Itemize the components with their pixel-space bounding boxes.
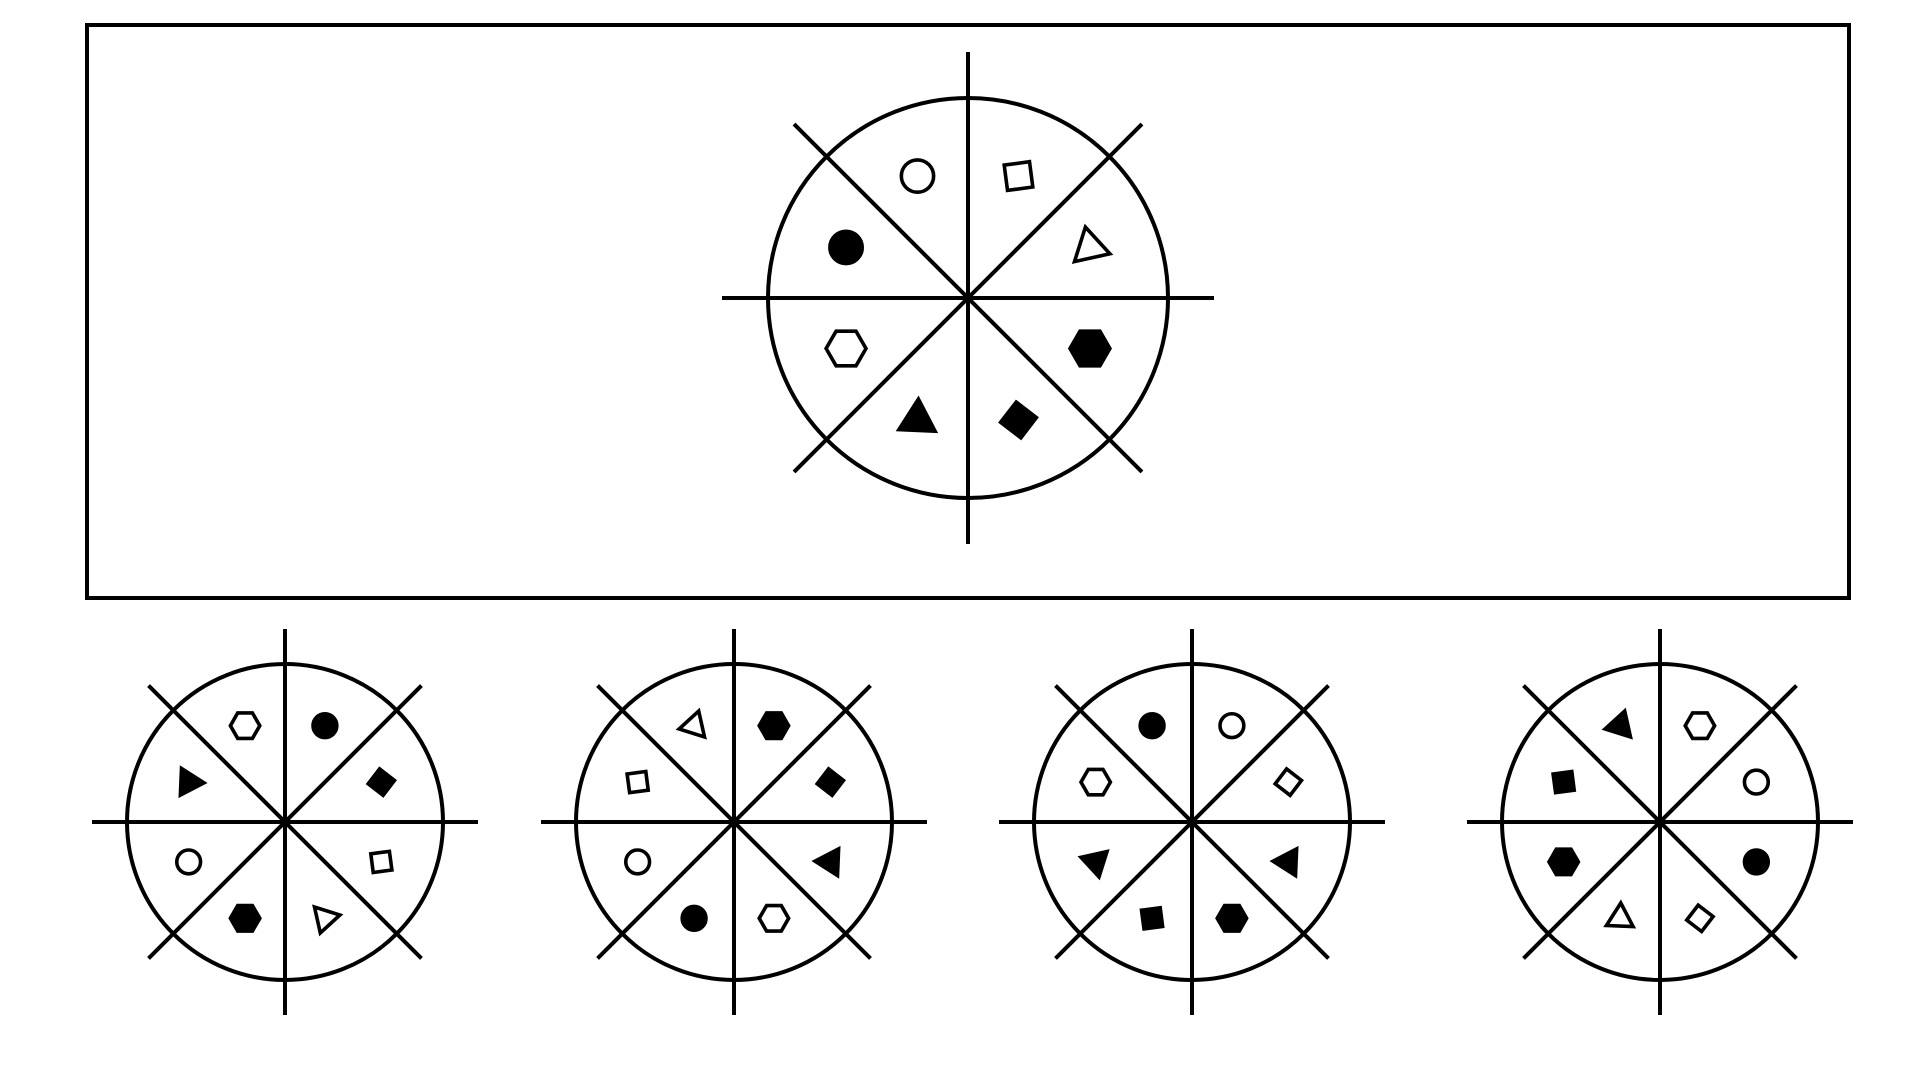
hollow-triangle-icon (1603, 899, 1637, 929)
option-wheel-2[interactable] (541, 629, 927, 1015)
solid-circle-icon (311, 711, 339, 740)
hollow-circle-icon (623, 848, 652, 876)
solid-diamond-icon (365, 766, 398, 798)
hollow-diamond-icon (1002, 159, 1035, 193)
solid-hexagon-icon (1546, 847, 1581, 877)
option-wheel-3[interactable] (999, 629, 1385, 1015)
hollow-triangle-icon (312, 904, 344, 937)
solid-diamond-icon (1551, 769, 1577, 795)
solid-triangle-icon (1077, 849, 1110, 881)
hollow-hexagon-icon (228, 711, 262, 741)
hollow-hexagon-icon (824, 329, 869, 368)
hollow-hexagon-icon (1078, 767, 1113, 797)
diagonal-divider (1054, 684, 1330, 960)
solid-triangle-icon (1601, 707, 1633, 740)
option-wheel-4[interactable] (1467, 629, 1853, 1015)
diagonal-divider (147, 684, 423, 960)
option-wheel-1[interactable] (92, 629, 478, 1015)
solid-hexagon-icon (757, 711, 791, 741)
hollow-circle-icon (1742, 768, 1771, 796)
diagonal-divider (596, 684, 872, 960)
hollow-circle-icon (174, 848, 203, 876)
hollow-circle-icon (1218, 711, 1246, 740)
hollow-hexagon-icon (1683, 711, 1717, 741)
solid-circle-icon (680, 904, 708, 933)
hollow-diamond-icon (368, 849, 394, 875)
hollow-triangle-icon (1071, 223, 1114, 265)
solid-circle-icon (1742, 848, 1771, 876)
hollow-diamond-icon (1272, 766, 1305, 798)
solid-triangle-icon (895, 395, 939, 434)
diagonal-divider (1522, 684, 1798, 960)
solid-diamond-icon (1139, 905, 1165, 931)
hollow-diamond-icon (1684, 902, 1716, 935)
question-frame (85, 23, 1851, 600)
solid-diamond-icon (814, 766, 847, 798)
solid-triangle-icon (178, 765, 208, 799)
solid-triangle-icon (1269, 845, 1299, 879)
solid-circle-icon (828, 229, 864, 266)
hollow-circle-icon (899, 158, 936, 194)
solid-triangle-icon (811, 845, 841, 879)
solid-circle-icon (1138, 711, 1166, 740)
question-wheel (722, 52, 1214, 544)
diagonal-divider (792, 122, 1144, 474)
solid-diamond-icon (998, 399, 1039, 441)
hollow-diamond-icon (625, 769, 651, 795)
solid-hexagon-icon (1215, 903, 1249, 933)
hollow-triangle-icon (675, 707, 707, 740)
hollow-hexagon-icon (757, 903, 791, 933)
solid-hexagon-icon (228, 903, 262, 933)
solid-hexagon-icon (1067, 329, 1112, 368)
